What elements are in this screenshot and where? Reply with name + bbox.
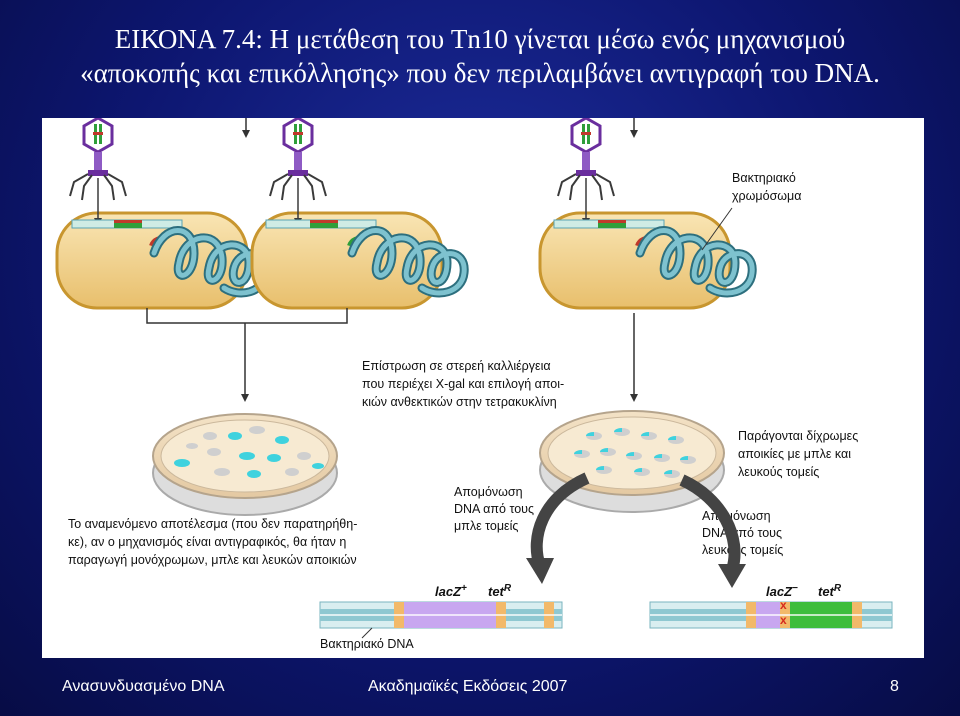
sectored-label-1: Παράγονται δίχρωμες bbox=[738, 429, 858, 443]
petri-dish-left bbox=[152, 413, 338, 516]
petri-dish-right bbox=[539, 410, 725, 513]
mutation-mark-2: x bbox=[780, 613, 787, 627]
footer-publisher: Ακαδημαϊκές Εκδόσεις 2007 bbox=[368, 678, 568, 695]
mutation-mark-1: x bbox=[780, 598, 787, 612]
expected-result-2: κε), αν ο μηχανισμός είναι αντιγραφικός,… bbox=[68, 535, 346, 549]
isolate-blue-1: Απομόνωση bbox=[454, 485, 523, 499]
dna-strip-lacz-minus bbox=[649, 601, 893, 629]
sectored-label-2: αποικίες με μπλε και bbox=[738, 447, 851, 461]
plating-label-3: κιών ανθεκτικών στην τετρακυκλίνη bbox=[362, 395, 557, 409]
isolate-white-1: Απομόνωση bbox=[702, 509, 771, 523]
chromosome-label-2: χρωμόσωμα bbox=[732, 189, 802, 203]
title-line-2: «αποκοπής και επικόλλησης» που δεν περιλ… bbox=[80, 58, 880, 88]
chromosome-label-1: Βακτηριακό bbox=[732, 171, 796, 185]
sectored-colonies bbox=[574, 428, 696, 478]
footer-course-title: Ανασυνδυασμένο DNA bbox=[62, 678, 225, 695]
curved-arrow-blue bbox=[530, 472, 590, 569]
isolate-white-3: λευκούς τομείς bbox=[702, 543, 783, 557]
gene-tetr-right: tetR bbox=[818, 583, 842, 599]
title-line-1: ΕΙΚΟΝΑ 7.4: Η μετάθεση του Tn10 γίνεται … bbox=[114, 24, 846, 54]
gene-lacz-plus: lacZ+ bbox=[435, 583, 467, 599]
gene-tetr-left: tetR bbox=[488, 583, 512, 599]
isolate-white-2: DNA από τους bbox=[702, 526, 782, 540]
arrow-down-left bbox=[241, 394, 249, 402]
transposition-diagram: Βακτηριακό χρωμόσωμα Επίστρωση σε στερεή… bbox=[55, 118, 893, 651]
sectored-label-3: λευκούς τομείς bbox=[738, 465, 819, 479]
footer-page-number: 8 bbox=[890, 678, 899, 695]
figure-panel: Βακτηριακό χρωμόσωμα Επίστρωση σε στερεή… bbox=[42, 118, 924, 658]
dna-strip-lacz-plus bbox=[319, 601, 563, 629]
bacterial-cell-3 bbox=[538, 118, 752, 310]
arrow-down-right bbox=[630, 394, 638, 402]
gene-lacz-minus: lacZ− bbox=[766, 583, 798, 599]
isolate-blue-2: DNA από τους bbox=[454, 502, 534, 516]
plating-label-2: που περιέχει X-gal και επιλογή αποι- bbox=[362, 377, 564, 391]
bacterial-cell-1 bbox=[55, 118, 266, 310]
colonies-left bbox=[174, 426, 324, 478]
bacterial-dna-label: Βακτηριακό DNA bbox=[320, 637, 414, 651]
curved-arrow-white bbox=[679, 474, 741, 572]
isolate-blue-3: μπλε τομείς bbox=[454, 519, 518, 533]
slide-title: ΕΙΚΟΝΑ 7.4: Η μετάθεση του Tn10 γίνεται … bbox=[0, 22, 960, 90]
bacterial-cell-2 bbox=[250, 118, 464, 310]
plating-label-1: Επίστρωση σε στερεή καλλιέργεια bbox=[362, 359, 551, 373]
expected-result-1: Το αναμενόμενο αποτέλεσμα (που δεν παρατ… bbox=[68, 517, 357, 531]
expected-result-3: παραγωγή μονόχρωμων, μπλε και λευκών απο… bbox=[68, 553, 357, 567]
